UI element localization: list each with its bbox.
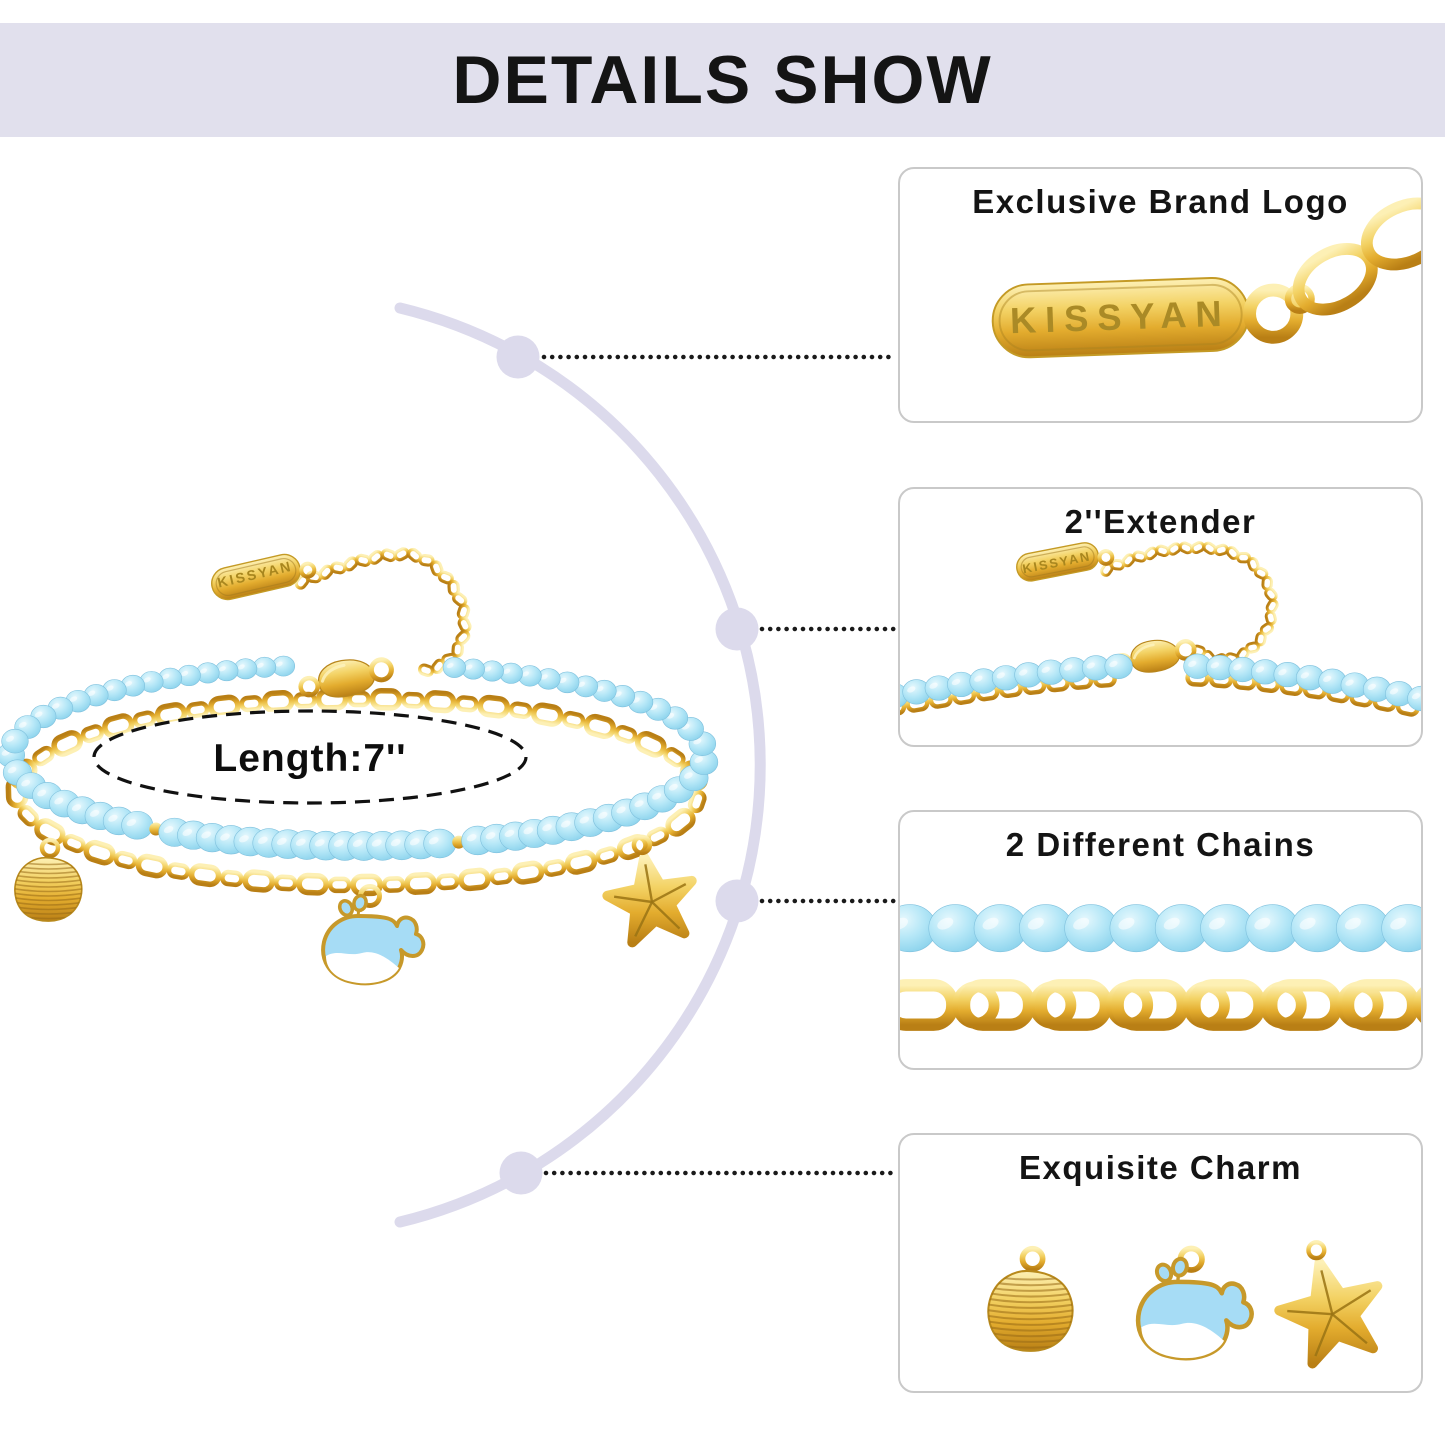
panel-title: 2 Different Chains	[1005, 826, 1316, 863]
length-callout-ellipse	[92, 709, 528, 805]
chains-photo	[900, 904, 1421, 1031]
callout-panel-chains: 2 Different Chains	[898, 810, 1423, 1070]
bracelet-image	[0, 547, 719, 986]
panel-title: Exclusive Brand Logo	[972, 183, 1349, 220]
header-band: DETAILS SHOW	[0, 23, 1445, 137]
page-title: DETAILS SHOW	[452, 42, 993, 118]
callout-panel-extender: 2''Extender KISSYAN	[898, 487, 1423, 747]
brand-logo-photo: KISSYAN	[991, 197, 1421, 359]
extender-photo: KISSYAN	[900, 541, 1421, 717]
charms-photo	[987, 1240, 1383, 1369]
callout-panel-charms: Exquisite Charm	[898, 1133, 1423, 1393]
panel-title: Exquisite Charm	[1019, 1149, 1302, 1186]
connector-arc	[394, 302, 899, 1228]
panel-title: 2''Extender	[1064, 503, 1257, 540]
callout-panel-brand-logo: Exclusive Brand Logo KISSYAN	[898, 167, 1423, 423]
length-label: Length:7''	[213, 737, 406, 780]
brand-tag-large-label: KISSYAN	[1009, 293, 1231, 342]
